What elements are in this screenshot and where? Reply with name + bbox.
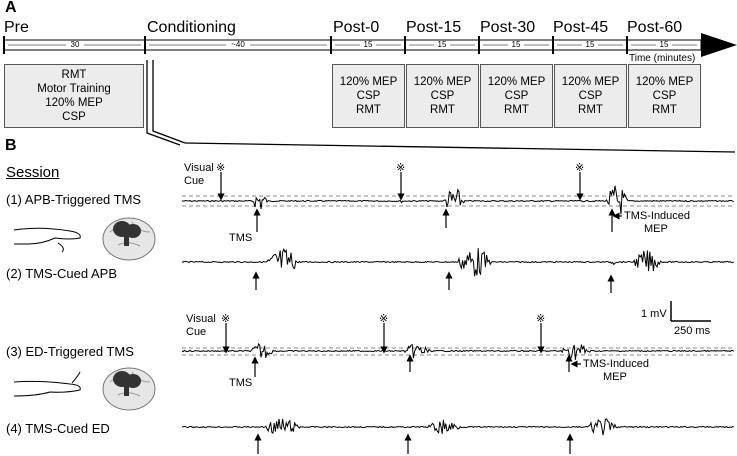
post-box-line: RMT [430,104,455,116]
phase-label-post-0: Post-0 [333,19,380,36]
pre-box-line: Motor Training [37,83,111,95]
visual-cue-star: ※ [216,162,226,174]
visual-cue-label-2: Visual Cue [186,313,216,339]
event-arrows [217,172,622,454]
emg-trace-tms-cued-apb [181,247,734,277]
scale-mv-label: 1 mV [641,308,667,320]
mep-line: TMS-Induced [624,210,691,222]
session-label-4: (4) TMS-Cued ED [6,421,110,436]
mep-line: MEP [603,371,627,383]
scale-ms-label: 250 ms [674,325,711,337]
post-box-line: CSP [578,90,603,102]
hand-icon-apb [13,227,81,253]
post-0-measures-box: 120% MEP CSP RMT [332,64,405,128]
session-label-3: (3) ED-Triggered TMS [6,344,134,359]
session-label-1: (1) APB-Triggered TMS [6,192,142,207]
post-box-line: 120% MEP [487,76,546,88]
mep-line: TMS-Induced [583,358,650,370]
duration-post-45: 15 [585,40,595,49]
phase-label-post-60: Post-60 [627,19,683,36]
post-box-line: RMT [356,104,381,116]
post-box-line: RMT [578,104,603,116]
visual-cue-star: ※ [536,313,546,325]
duration-post-30: 15 [511,40,521,49]
pre-box-line: CSP [62,111,86,123]
brain-icon-1 [102,217,156,261]
emg-trace-apb-triggered [182,185,734,215]
pre-measures-box: RMT Motor Training 120% MEP CSP [4,64,144,128]
post-box-line: 120% MEP [339,76,398,88]
visual-cue-star: ※ [379,313,389,325]
post-box-line: 120% MEP [413,76,472,88]
duration-post-60: 15 [659,40,669,49]
post-box-line: RMT [504,104,529,116]
tms-induced-mep-label-2: TMS-Induced MEP [583,358,649,384]
panel-b-letter: B [5,137,17,154]
visual-cue-label-1: Visual Cue [184,162,214,188]
post-box-line: CSP [504,90,529,102]
hand-icon-ed [13,371,81,397]
session-label-2: (2) TMS-Cued APB [6,266,118,281]
post-45-measures-box: 120% MEP CSP RMT [554,64,627,128]
post-box-line: RMT [652,104,677,116]
timeline-arrowhead [701,33,737,57]
duration-pre: 30 [70,40,80,49]
post-box-line: 120% MEP [635,76,694,88]
post-box-line: CSP [356,90,381,102]
post-box-line: CSP [652,90,677,102]
phase-label-conditioning: Conditioning [147,19,236,36]
post-box-line: 120% MEP [561,76,620,88]
panel-a-letter: A [5,0,17,16]
visual-cue-line: Visual [186,313,216,325]
emg-trace-tms-cued-ed [181,418,734,436]
visual-cue-line: Cue [186,326,207,338]
tms-induced-mep-label-1: TMS-Induced MEP [624,210,690,236]
post-15-measures-box: 120% MEP CSP RMT [406,64,479,128]
session-heading: Session [6,164,60,181]
duration-post-15: 15 [437,40,447,49]
visual-cue-star: ※ [575,162,585,174]
pre-box-line: 120% MEP [45,97,103,109]
visual-cue-line: Cue [184,175,205,187]
phase-label-pre: Pre [4,19,29,36]
duration-conditioning: ~40 [231,40,245,49]
tms-label-2: TMS [229,377,253,389]
time-axis-label: Time (minutes) [629,53,696,64]
duration-post-0: 15 [363,40,373,49]
threshold-lines [182,195,735,356]
post-60-measures-box: 120% MEP CSP RMT [628,64,701,128]
pre-box-line: RMT [61,69,87,81]
zoom-lines [146,60,736,153]
phase-label-post-30: Post-30 [480,19,536,36]
visual-cue-star: ※ [221,313,231,325]
scale-bar [670,301,711,322]
phase-label-post-45: Post-45 [553,19,609,36]
tms-label-1: TMS [229,232,253,244]
emg-trace-ed-triggered [181,342,735,360]
post-box-line: CSP [430,90,455,102]
phase-label-post-15: Post-15 [406,19,462,36]
mep-line: MEP [644,223,668,235]
visual-cue-star: ※ [396,162,406,174]
brain-icon-2 [102,367,156,411]
visual-cue-line: Visual [184,162,214,174]
post-30-measures-box: 120% MEP CSP RMT [480,64,553,128]
